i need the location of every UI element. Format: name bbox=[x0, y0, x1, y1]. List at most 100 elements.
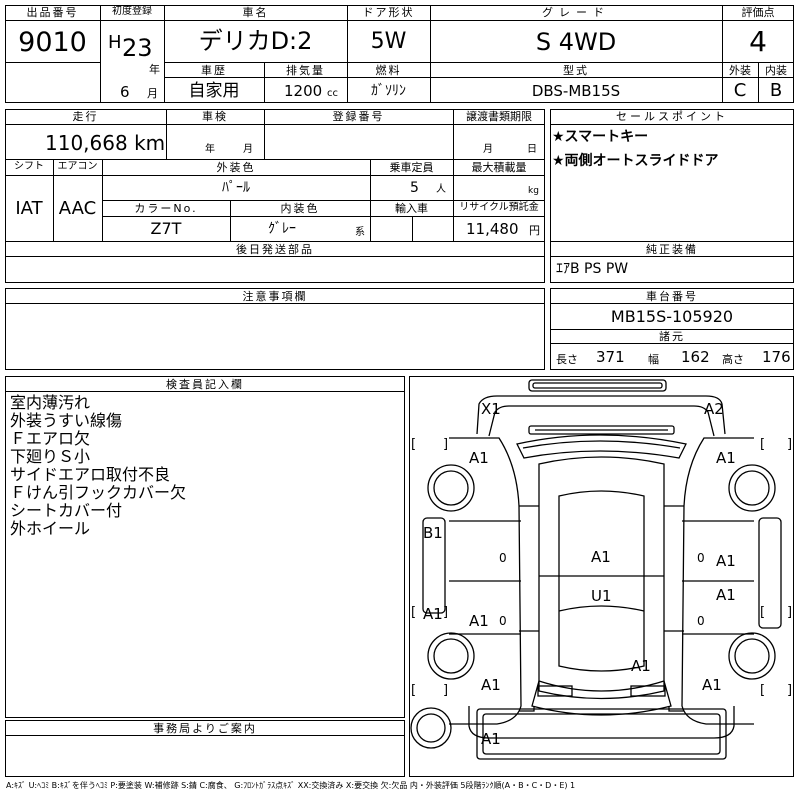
damage-mark: A1 bbox=[716, 586, 736, 604]
capacity: 5 bbox=[410, 180, 419, 196]
damage-mark: B1 bbox=[423, 524, 443, 542]
displacement-unit: cc bbox=[327, 88, 338, 99]
width-label: 幅 bbox=[648, 353, 659, 366]
interior-label: 内装 bbox=[765, 64, 787, 77]
lot-number: 9010 bbox=[18, 27, 87, 58]
inspection-month-unit: 月 bbox=[243, 144, 253, 155]
score: 4 bbox=[749, 25, 767, 58]
damage-mark: A1 bbox=[702, 676, 722, 694]
model-code: DBS-MB15S bbox=[531, 82, 621, 100]
capacity-label: 乗車定員 bbox=[389, 161, 434, 174]
history-label: 車歴 bbox=[201, 64, 227, 77]
model-label: 型式 bbox=[563, 64, 589, 77]
notes-box bbox=[5, 288, 545, 370]
damage-mark: A1 bbox=[481, 730, 501, 748]
bracket-mark: ] bbox=[443, 683, 448, 698]
fuel-label: 燃料 bbox=[375, 64, 402, 77]
selling-points-label: セールスポイント bbox=[616, 110, 728, 123]
selling-points-box bbox=[550, 109, 794, 283]
zero-mark: 0 bbox=[697, 614, 705, 628]
zero-mark: 0 bbox=[697, 551, 705, 565]
vehicle-details bbox=[5, 109, 545, 283]
later-parts-label: 後日発送部品 bbox=[236, 243, 314, 256]
damage-mark: A1 bbox=[716, 552, 736, 570]
width: 162 bbox=[681, 348, 710, 366]
int-color-unit: 系 bbox=[355, 227, 365, 238]
bracket-mark: ] bbox=[443, 605, 448, 620]
bracket-mark: ] bbox=[443, 437, 448, 452]
inspection-year-unit: 年 bbox=[205, 144, 215, 155]
inspector-line: シートカバー付 bbox=[10, 501, 123, 520]
bracket-mark: ] bbox=[787, 437, 792, 452]
chassis-number: MB15S-105920 bbox=[610, 307, 734, 326]
color-no-label: カラーNo. bbox=[134, 202, 198, 215]
bracket-mark: ] bbox=[787, 683, 792, 698]
reg-month: 6 bbox=[120, 83, 130, 101]
car-condition-diagram: [ ] [ ] [ ] [ ] [ ] [ ] X1 A2 A1 A1 B1 A… bbox=[410, 379, 792, 760]
bracket-mark: [ bbox=[411, 683, 416, 698]
capacity-unit: 人 bbox=[436, 184, 446, 195]
legend: A:ｷｽﾞ U:ﾍｺﾐ B:ｷｽﾞを伴うﾍｺﾐ P:要塗装 W:補修跡 S:錆 … bbox=[6, 781, 576, 790]
notes-label: 注意事項欄 bbox=[242, 290, 308, 303]
ext-color-label: 外装色 bbox=[216, 161, 256, 174]
equipment-label: 純正装備 bbox=[646, 243, 698, 256]
interior-grade: B bbox=[769, 80, 783, 101]
bracket-mark: [ bbox=[760, 683, 765, 698]
era: H bbox=[108, 32, 122, 53]
recycle-fee: 11,480 bbox=[466, 220, 519, 238]
color-no: Z7T bbox=[150, 219, 182, 238]
displacement-label: 排気量 bbox=[286, 64, 325, 77]
shift: IAT bbox=[15, 198, 43, 219]
bracket-mark: [ bbox=[760, 437, 765, 452]
max-load-label: 最大積載量 bbox=[471, 161, 527, 174]
transfer-month-unit: 月 bbox=[483, 144, 493, 155]
length: 371 bbox=[596, 348, 625, 366]
inspector-line: 外装うすい線傷 bbox=[10, 411, 123, 430]
int-color: ｸﾞﾚｰ bbox=[268, 221, 296, 237]
car-name: デリカD:2 bbox=[198, 27, 313, 55]
height: 176 bbox=[762, 348, 791, 366]
reg-number-label: 登録番号 bbox=[332, 110, 385, 123]
inspection-label: 車検 bbox=[202, 110, 228, 123]
inspector-line: 室内薄汚れ bbox=[10, 393, 91, 412]
header-block bbox=[5, 5, 794, 103]
damage-mark: A1 bbox=[481, 676, 501, 694]
damage-mark: A1 bbox=[631, 657, 651, 675]
recycle-unit: 円 bbox=[529, 224, 540, 237]
import-label: 輸入車 bbox=[395, 202, 428, 215]
shift-label: シフト bbox=[14, 161, 44, 172]
year-unit: 年 bbox=[149, 63, 160, 76]
mileage-label: 走行 bbox=[72, 110, 99, 123]
exterior-label: 外装 bbox=[729, 64, 751, 77]
zero-mark: 0 bbox=[499, 551, 507, 565]
reg-year: 23 bbox=[122, 34, 153, 62]
damage-mark: A1 bbox=[469, 612, 489, 630]
month-unit: 月 bbox=[147, 87, 158, 100]
inspector-line: Ｆエアロ欠 bbox=[10, 429, 91, 448]
chassis-label: 車台番号 bbox=[646, 290, 698, 303]
height-label: 高さ bbox=[722, 353, 744, 366]
displacement: 1200 bbox=[284, 82, 323, 100]
zero-mark: 0 bbox=[499, 614, 507, 628]
inspector-notes: 室内薄汚れ 外装うすい線傷 Ｆエアロ欠 下廻りＳ小 サイドエアロ取付不良 Ｆけん… bbox=[10, 394, 186, 538]
recycle-label: リサイクル預託金 bbox=[459, 202, 539, 213]
damage-mark: A1 bbox=[716, 449, 736, 467]
fuel: ｶﾞｿﾘﾝ bbox=[371, 83, 406, 99]
inspector-line: 下廻りＳ小 bbox=[10, 447, 91, 466]
office-label: 事務局よりご案内 bbox=[153, 722, 257, 735]
car-name-label: 車名 bbox=[242, 6, 269, 19]
length-label: 長さ bbox=[556, 353, 578, 366]
grade: S 4WD bbox=[535, 28, 617, 56]
inspector-label: 検査員記入欄 bbox=[166, 378, 244, 391]
door-label: ドア形状 bbox=[362, 6, 415, 19]
bracket-mark: [ bbox=[760, 605, 765, 620]
specs-label: 諸元 bbox=[659, 330, 685, 343]
bracket-mark: ] bbox=[787, 605, 792, 620]
mileage: 110,668 km bbox=[45, 131, 166, 155]
ac-label: エアコン bbox=[57, 161, 98, 172]
office-box bbox=[5, 720, 405, 777]
grade-label: グレード bbox=[542, 6, 610, 19]
transfer-deadline-label: 譲渡書類期限 bbox=[466, 110, 532, 123]
inspector-line: サイドエアロ取付不良 bbox=[10, 465, 171, 484]
bracket-mark: [ bbox=[411, 605, 416, 620]
